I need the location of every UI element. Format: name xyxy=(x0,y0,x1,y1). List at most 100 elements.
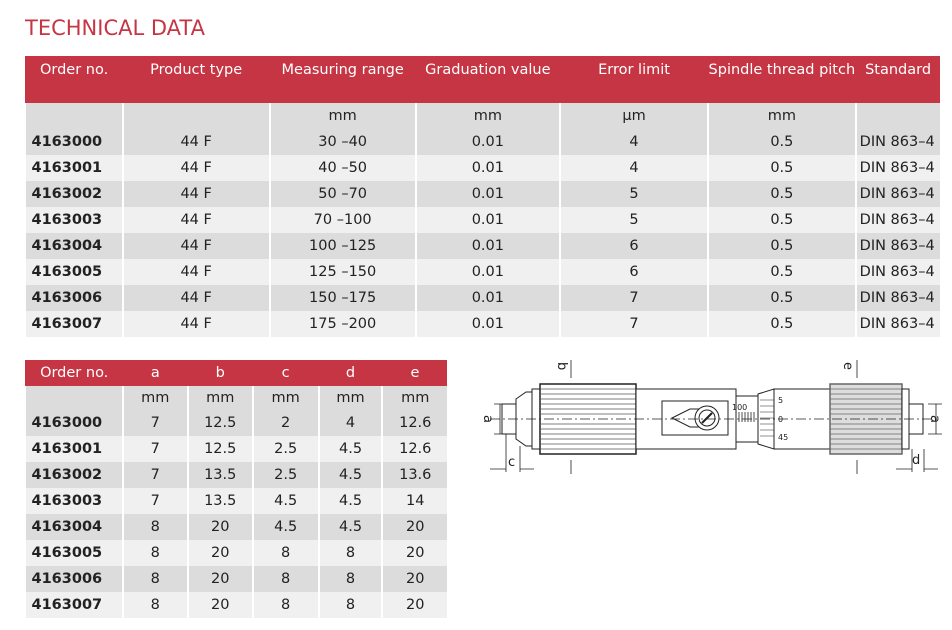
unit-cell: mm xyxy=(268,103,416,129)
left-knurl-lines xyxy=(540,388,636,450)
micrometer-drawing: a a b e c d 100 5 0 45 xyxy=(480,360,942,474)
scale-45: 45 xyxy=(778,433,788,442)
table-cell: 4.5 xyxy=(251,514,319,540)
table-cell: 0.5 xyxy=(707,259,856,285)
dim-label-a-right: a xyxy=(927,415,942,423)
table-cell: 8 xyxy=(121,514,188,540)
column-header: Product type xyxy=(122,56,270,103)
table-cell: 4163000 xyxy=(25,129,123,155)
table-cell: 44 F xyxy=(121,233,270,259)
table-cell: 0.01 xyxy=(414,311,560,337)
table-cell: 4163005 xyxy=(25,540,123,566)
table-cell: 20 xyxy=(186,514,253,540)
table-cell: 40 –50 xyxy=(268,155,416,181)
table-cell: 2 xyxy=(251,410,319,436)
table-cell: 20 xyxy=(381,540,447,566)
section-title: TECHNICAL DATA xyxy=(25,16,205,40)
table-cell: DIN 863–4 xyxy=(854,181,940,207)
table-cell: 4.5 xyxy=(317,462,383,488)
table-cell: 12.5 xyxy=(186,410,253,436)
dim-label-d: d xyxy=(912,453,920,468)
table-cell: 4163001 xyxy=(25,155,123,181)
table-cell: 4.5 xyxy=(317,514,383,540)
table-cell: DIN 863–4 xyxy=(854,259,940,285)
table-cell: 4163004 xyxy=(25,514,123,540)
unit-cell: mm xyxy=(414,103,560,129)
table-cell: 20 xyxy=(381,514,447,540)
column-header: d xyxy=(318,360,383,386)
table-cell: 0.5 xyxy=(707,181,856,207)
table-cell: 4.5 xyxy=(317,436,383,462)
unit-cell: mm xyxy=(707,103,856,129)
table-cell: 4163004 xyxy=(25,233,123,259)
table-cell: 100 –125 xyxy=(268,233,416,259)
table-cell: 4163002 xyxy=(25,462,123,488)
table-cell: 5 xyxy=(558,181,709,207)
scale-100: 100 xyxy=(732,403,747,412)
table-cell: 44 F xyxy=(121,181,270,207)
table-cell: 44 F xyxy=(121,285,270,311)
table-cell: 70 –100 xyxy=(268,207,416,233)
column-header: Order no. xyxy=(24,360,123,386)
unit-cell xyxy=(25,386,123,410)
table-cell: 8 xyxy=(121,540,188,566)
table-cell: 4163007 xyxy=(25,311,123,337)
table-cell: 30 –40 xyxy=(268,129,416,155)
table-cell: 7 xyxy=(121,488,188,514)
table-cell: 13.5 xyxy=(186,462,253,488)
table-cell: 8 xyxy=(121,592,188,618)
table-cell: 0.01 xyxy=(414,259,560,285)
table-cell: 125 –150 xyxy=(268,259,416,285)
dim-label-c: c xyxy=(508,455,515,470)
unit-cell: mm xyxy=(381,386,447,410)
column-header: b xyxy=(187,360,253,386)
table-cell: 44 F xyxy=(121,259,270,285)
table-cell: 4163005 xyxy=(25,259,123,285)
unit-cell xyxy=(854,103,940,129)
table-cell: 20 xyxy=(381,592,447,618)
dim-label-e: e xyxy=(840,362,855,370)
table-cell: 13.6 xyxy=(381,462,447,488)
unit-cell: mm xyxy=(251,386,319,410)
table-cell: 0.5 xyxy=(707,129,856,155)
table-cell: 4163001 xyxy=(25,436,123,462)
table-cell: DIN 863–4 xyxy=(854,207,940,233)
table-cell: 0.01 xyxy=(414,233,560,259)
table-cell: 12.5 xyxy=(186,436,253,462)
table-cell: 0.5 xyxy=(707,233,856,259)
table-cell: 6 xyxy=(558,259,709,285)
table-cell: 8 xyxy=(121,566,188,592)
column-header: c xyxy=(252,360,319,386)
unit-cell: mm xyxy=(317,386,383,410)
table-cell: 4163003 xyxy=(25,488,123,514)
column-header: Standard xyxy=(855,56,940,103)
table-cell: 12.6 xyxy=(381,436,447,462)
table-cell: 7 xyxy=(558,311,709,337)
table-cell: 7 xyxy=(121,462,188,488)
table-cell: 20 xyxy=(381,566,447,592)
column-header: Spindle thread pitch xyxy=(707,56,856,103)
table-cell: 4163002 xyxy=(25,181,123,207)
table-cell: 44 F xyxy=(121,129,270,155)
scale-5: 5 xyxy=(778,396,783,405)
table-cell: 6 xyxy=(558,233,709,259)
table-cell: 20 xyxy=(186,566,253,592)
table-cell: 0.5 xyxy=(707,285,856,311)
table-cell: 4 xyxy=(317,410,383,436)
table-cell: 4163000 xyxy=(25,410,123,436)
table-cell: 7 xyxy=(121,410,188,436)
table-cell: 4 xyxy=(558,155,709,181)
table-cell: 2.5 xyxy=(251,436,319,462)
